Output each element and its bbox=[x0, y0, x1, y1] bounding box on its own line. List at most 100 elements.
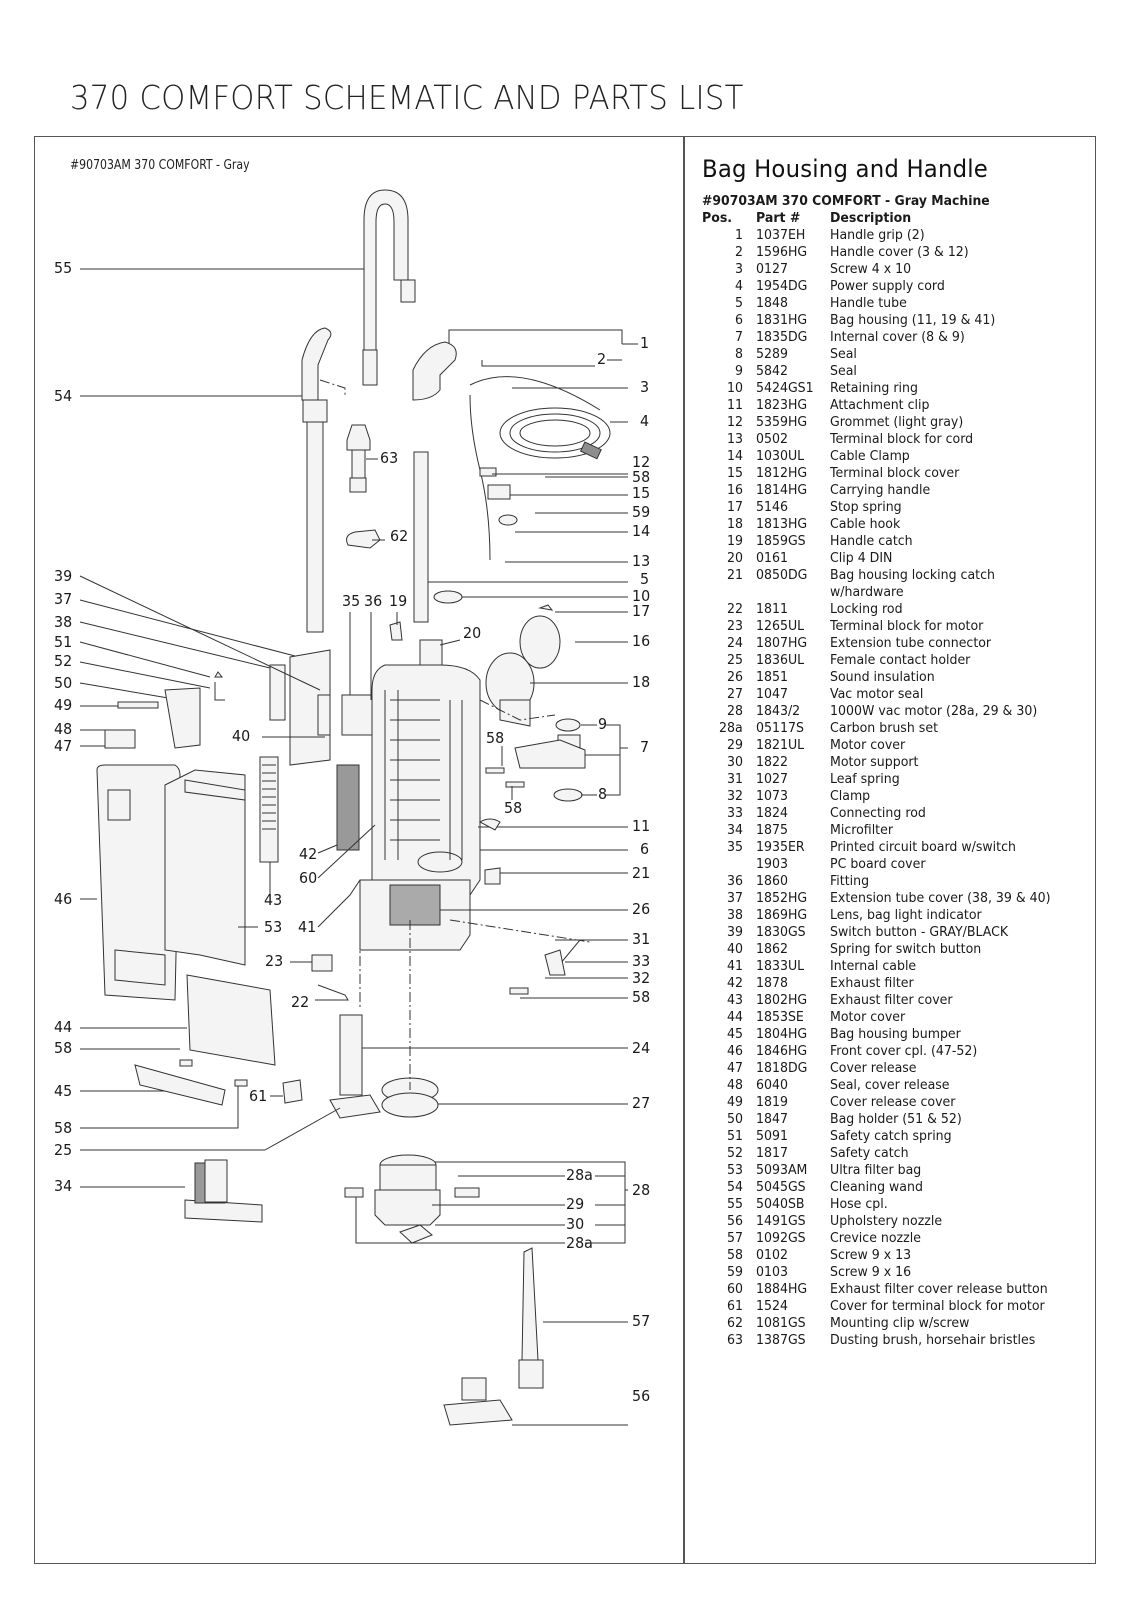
part-description: Cable hook bbox=[830, 516, 901, 532]
part-position: 29 bbox=[726, 737, 743, 753]
part-position: 2 bbox=[735, 244, 744, 260]
part-position: 42 bbox=[726, 975, 743, 991]
part-position: 54 bbox=[726, 1179, 743, 1195]
part-position: 55 bbox=[726, 1196, 743, 1212]
callout-33: 33 bbox=[632, 952, 651, 970]
part-number: 5424GS1 bbox=[756, 380, 814, 396]
part-number: 5146 bbox=[756, 499, 788, 515]
part-number: 1265UL bbox=[756, 618, 805, 634]
part-number: 1823HG bbox=[756, 397, 808, 413]
part-description: Attachment clip bbox=[830, 397, 930, 413]
part-description: Clamp bbox=[830, 788, 871, 804]
part-number: 1862 bbox=[756, 941, 788, 957]
part-position: 59 bbox=[726, 1264, 743, 1280]
nozzles-drawing bbox=[443, 1247, 628, 1426]
header-description: Description bbox=[830, 210, 912, 226]
part-number: 1812HG bbox=[756, 465, 808, 481]
part-number: 1848 bbox=[756, 295, 788, 311]
callout-48: 48 bbox=[54, 720, 73, 738]
callout-40: 40 bbox=[232, 727, 251, 745]
part-description: Female contact holder bbox=[830, 652, 971, 668]
callout-11: 11 bbox=[632, 817, 651, 835]
part-position: 25 bbox=[726, 652, 743, 668]
callout-21: 21 bbox=[632, 864, 651, 882]
part-number: 5091 bbox=[756, 1128, 788, 1144]
leaf-spring-drawing bbox=[509, 939, 628, 999]
callout-30: 30 bbox=[566, 1215, 585, 1233]
part-position: 60 bbox=[726, 1281, 743, 1297]
handle-drawing bbox=[412, 329, 638, 623]
bag-housing-drawing bbox=[359, 639, 628, 951]
part-position: 51 bbox=[726, 1128, 743, 1144]
part-description: Exhaust filter bbox=[830, 975, 914, 991]
callout-56: 56 bbox=[632, 1387, 651, 1405]
part-number: 0127 bbox=[756, 261, 788, 277]
callout-35: 35 bbox=[342, 592, 361, 610]
part-position: 30 bbox=[726, 754, 743, 770]
extension-connector-drawing bbox=[80, 920, 628, 1151]
callout-14: 14 bbox=[632, 522, 651, 540]
part-position: 9 bbox=[735, 363, 744, 379]
part-number: 1831HG bbox=[756, 312, 808, 328]
part-description: Printed circuit board w/switch bbox=[830, 839, 1016, 855]
part-position: 19 bbox=[726, 533, 743, 549]
part-description: Screw 9 x 13 bbox=[830, 1247, 912, 1263]
carrying-handle-drawing bbox=[433, 590, 628, 727]
part-number: 1813HG bbox=[756, 516, 808, 532]
part-description: Seal bbox=[830, 346, 857, 362]
part-number: 1818DG bbox=[756, 1060, 808, 1076]
callout-12: 12 bbox=[632, 453, 651, 471]
part-number: 05117S bbox=[756, 720, 804, 736]
part-number: 5289 bbox=[756, 346, 788, 362]
part-position: 3 bbox=[735, 261, 744, 277]
part-number: 1802HG bbox=[756, 992, 808, 1008]
extension-tube-cover-drawing bbox=[79, 575, 331, 766]
part-position: 11 bbox=[726, 397, 743, 413]
part-position: 7 bbox=[735, 329, 744, 345]
part-description: Internal cover (8 & 9) bbox=[830, 329, 965, 345]
part-position: 43 bbox=[726, 992, 743, 1008]
part-description: Carbon brush set bbox=[830, 720, 938, 736]
part-description: Extension tube connector bbox=[830, 635, 992, 651]
part-description: w/hardware bbox=[830, 584, 904, 600]
part-number: 1081GS bbox=[756, 1315, 806, 1331]
part-position: 22 bbox=[726, 601, 743, 617]
part-description: Locking rod bbox=[830, 601, 903, 617]
part-position: 20 bbox=[726, 550, 743, 566]
part-description: Handle grip (2) bbox=[830, 227, 925, 243]
callout-9: 9 bbox=[598, 715, 608, 733]
part-number: 1843/2 bbox=[756, 703, 801, 719]
part-position: 23 bbox=[726, 618, 743, 634]
callout-37: 37 bbox=[54, 590, 73, 608]
exhaust-filter-drawing bbox=[259, 756, 376, 928]
callout-54: 54 bbox=[54, 387, 73, 405]
part-number: 1387GS bbox=[756, 1332, 806, 1348]
part-number: 5045GS bbox=[756, 1179, 806, 1195]
callout-10: 10 bbox=[632, 587, 651, 605]
callout-15: 15 bbox=[632, 484, 651, 502]
front-cover-drawing bbox=[80, 764, 303, 1129]
part-description: Cleaning wand bbox=[830, 1179, 923, 1195]
part-description: Terminal block for motor bbox=[830, 618, 984, 634]
part-number: 1851 bbox=[756, 669, 788, 685]
part-description: Motor cover bbox=[830, 737, 906, 753]
part-position: 63 bbox=[726, 1332, 743, 1348]
section-title: Bag Housing and Handle bbox=[702, 155, 988, 183]
part-description: Exhaust filter cover release button bbox=[830, 1281, 1048, 1297]
